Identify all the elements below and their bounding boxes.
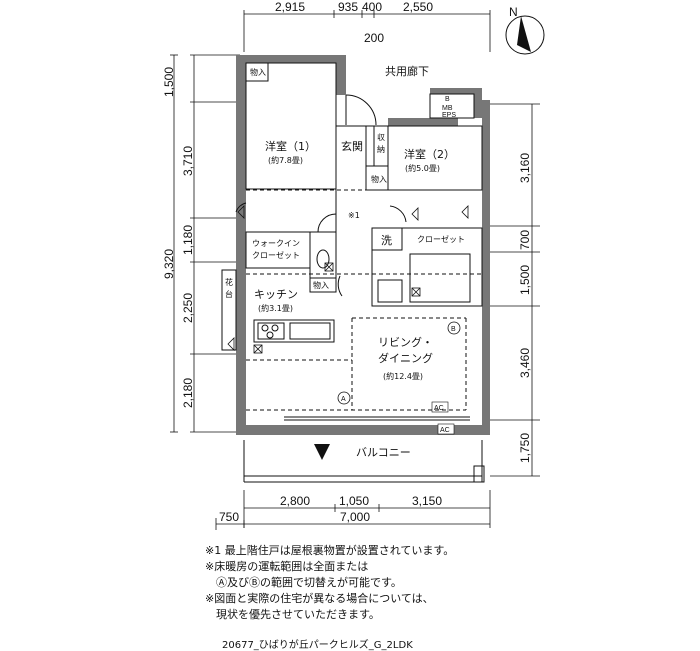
note-line: 現状を優先させていただきます。 [205, 608, 380, 621]
living-size: (約12.4畳) [383, 371, 423, 381]
mb-label: MB [442, 105, 453, 112]
closet-label: クローゼット [417, 234, 465, 244]
shoe-storage-label-b: 納 [377, 144, 385, 154]
dim-top-4: 2,550 [403, 0, 433, 14]
dim-top-sub: 200 [364, 31, 384, 45]
note-line: Ⓐ及びⒷの範囲で切替えが可能です。 [205, 576, 402, 589]
walkin-label-b: クローゼット [252, 250, 300, 260]
dim-left-4: 2,250 [181, 293, 195, 323]
zone-a-icon [337, 391, 351, 405]
entry-arrow-icon [314, 444, 330, 460]
dim-right-1: 3,160 [518, 153, 532, 183]
storage-mid-label: 物入 [313, 280, 329, 290]
dim-right-2: 700 [518, 230, 532, 250]
dim-bottom-3: 3,150 [412, 494, 442, 508]
notes: ※1 最上階住戸は屋根裏物置が設置されています。 ※床暖房の運転範囲は全面または… [205, 543, 675, 623]
markers [227, 205, 469, 351]
bedroom2-size: (約5.0畳) [405, 163, 440, 173]
ac-label-1: AC [434, 405, 444, 412]
footer-caption: 20677_ひばりが丘パークヒルズ_G_2LDK [222, 640, 413, 651]
dim-bottom-2: 1,050 [339, 494, 369, 508]
storage-entry-label: 物入 [371, 174, 387, 184]
compass-label: N [509, 5, 518, 19]
compass-icon: N [505, 5, 545, 55]
wash-label: 洗 [381, 234, 392, 247]
entrance-label: 玄関 [341, 139, 363, 153]
eps-label: EPS [442, 112, 456, 119]
dim-bottom-left: 750 [219, 510, 239, 524]
living-label-b: ダイニング [378, 351, 433, 365]
note-mark: ※1 [348, 211, 360, 220]
dim-bottom-1: 2,800 [280, 494, 310, 508]
dim-right-4: 3,460 [518, 348, 532, 378]
flower-label-b: 台 [225, 289, 233, 299]
dim-top-3: 400 [362, 0, 382, 14]
note-line: ※図面と実際の住宅が異なる場合については、 [205, 592, 434, 605]
note-line: ※1 最上階住戸は屋根裏物置が設置されています。 [205, 544, 455, 557]
dim-right-5: 1,750 [518, 433, 532, 463]
dim-left-1: 1,500 [162, 67, 176, 97]
walkin-label-a: ウォークイン [252, 239, 300, 248]
kitchen-name: キッチン [254, 288, 298, 301]
ac-label-2: AC [440, 427, 450, 434]
shoe-storage-label-a: 収 [377, 132, 385, 142]
balcony-label: バルコニー [356, 446, 411, 459]
note-line: ※床暖房の運転範囲は全面または [205, 560, 369, 573]
flower-label-a: 花 [225, 277, 233, 287]
interior-lines [221, 62, 485, 483]
dim-left-2: 3,710 [181, 146, 195, 176]
storage-top-label: 物入 [250, 67, 266, 77]
dim-left-5: 2,180 [181, 378, 195, 408]
top-dimensions [243, 10, 491, 52]
ventilation-icons [253, 262, 421, 354]
dim-right-3: 1,500 [518, 265, 532, 295]
kitchen-size: (約3.1畳) [258, 303, 293, 313]
living-label-a: リビング・ [378, 335, 433, 349]
dim-bottom-total: 7,000 [340, 510, 370, 524]
zone-b-label: B [451, 326, 456, 333]
dim-top-1: 2,915 [275, 0, 305, 14]
dim-top-2: 935 [338, 0, 358, 14]
corridor-label: 共用廊下 [385, 64, 429, 78]
left-dimensions [170, 54, 240, 433]
dim-left-total: 9,320 [162, 249, 176, 279]
bottom-dimensions [215, 490, 491, 530]
mb-b-label: B [445, 96, 450, 103]
zone-a-label: A [341, 396, 346, 403]
dim-left-3: 1,180 [181, 225, 195, 255]
right-dimensions [490, 103, 540, 477]
bedroom2-name: 洋室（2） [404, 147, 455, 161]
bedroom1-name: 洋室（1） [265, 139, 316, 153]
walls [236, 55, 490, 435]
zone-b-icon [447, 321, 461, 335]
bedroom1-size: (約7.8畳) [268, 155, 303, 165]
